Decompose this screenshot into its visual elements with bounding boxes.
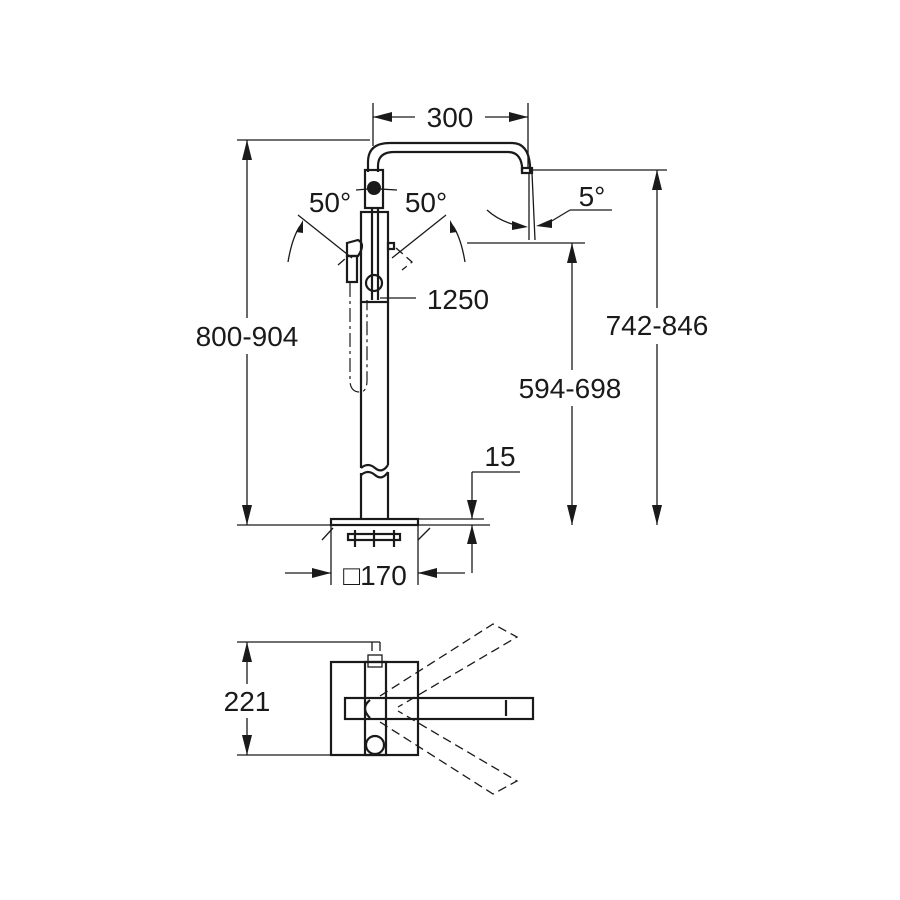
dim-outlet-height: 742-846 — [606, 310, 709, 341]
arrow — [296, 220, 303, 233]
arrow — [418, 568, 437, 578]
lever-top — [367, 654, 383, 668]
arrow — [242, 505, 252, 525]
dim-top-depth: 221 — [224, 686, 271, 717]
label-bg — [415, 100, 485, 134]
diverter-knob — [364, 273, 384, 293]
label-bg — [218, 684, 276, 718]
upper-body — [359, 210, 390, 304]
dim-base-thickness: 15 — [484, 441, 515, 472]
dim-clearance-height: 594-698 — [519, 373, 622, 404]
lever-line-right — [391, 214, 447, 259]
lever-knob — [367, 181, 381, 195]
label-bg — [596, 308, 720, 344]
dim-spout-reach: 300 — [427, 102, 474, 133]
arrow — [467, 525, 477, 544]
dim-lever-angle-left: 50° — [309, 187, 351, 218]
lever-dashed-top — [371, 642, 381, 655]
spout-inner — [376, 150, 524, 172]
dim-hose-length: 1250 — [427, 284, 489, 315]
arrow — [373, 112, 392, 122]
dim-lever-angle-right: 50° — [405, 187, 447, 218]
hatch — [417, 527, 431, 541]
spout-rotated-up — [379, 623, 519, 708]
dim-base-size: □170 — [343, 560, 407, 591]
pivot-arc — [363, 699, 371, 719]
diverter-top — [364, 734, 386, 756]
arrow — [652, 505, 662, 525]
arrow — [242, 140, 252, 160]
arrow — [242, 735, 252, 755]
side-button — [386, 241, 396, 251]
dim-total-height: 800-904 — [196, 321, 299, 352]
arrow — [567, 505, 577, 525]
arrow — [509, 112, 528, 122]
arrow — [536, 219, 552, 228]
lever-dashed-right — [395, 247, 414, 271]
arrow — [242, 642, 252, 662]
spout-outlet — [520, 166, 534, 175]
leader — [379, 188, 398, 191]
arrow — [450, 220, 457, 233]
arrow — [652, 170, 662, 190]
break-line-bottom — [360, 470, 389, 479]
spout-outer — [366, 141, 532, 172]
label-bg — [508, 370, 632, 406]
leader — [355, 188, 369, 191]
base-plate — [329, 517, 420, 527]
arrow — [567, 243, 577, 263]
side-view: 300 800-904 742-846 594-698 15 1250 — [186, 100, 720, 591]
lever-dashed-left — [337, 257, 347, 266]
spout-angle-line — [531, 172, 536, 241]
spout-top — [343, 696, 535, 721]
label-bg — [186, 318, 308, 354]
break-line-top — [360, 463, 389, 472]
lever-line-left — [297, 214, 353, 259]
hand-shower-outline — [349, 283, 368, 393]
shower-holder — [345, 238, 364, 258]
dim-spout-angle: 5° — [579, 181, 606, 212]
arrow — [512, 221, 528, 230]
arrow — [312, 568, 331, 578]
arrow — [467, 500, 477, 519]
shower-handle-top — [345, 254, 359, 284]
top-view: 221 — [218, 623, 535, 795]
spout-rotated-down — [379, 710, 519, 795]
leader — [549, 209, 571, 223]
